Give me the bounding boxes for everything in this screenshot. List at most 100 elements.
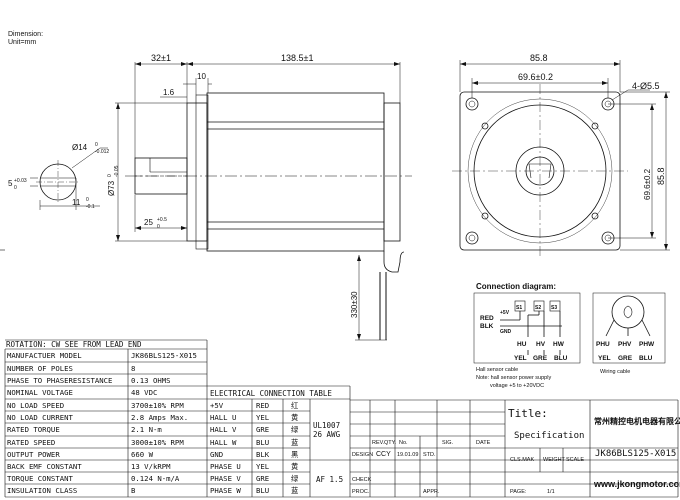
cable1-b: 26 AWG (313, 430, 341, 439)
tb-scale: SCALE (566, 457, 584, 463)
dim-shaft25-tol-top: +0.5 (157, 217, 167, 223)
tolerance-dims: Ø14 0 -0.012 Ø73 0 -0.05 5 +0.03 0 11 0 … (8, 142, 167, 230)
motor-body (206, 92, 385, 252)
elec-color-cn: 红 (291, 401, 298, 410)
dim-holes: 4-Ø5.5 (632, 81, 660, 91)
conn-phv: PHV (618, 341, 632, 348)
dim-key5-tol-bot: 0 (14, 185, 17, 191)
tb-std: STD. (423, 452, 436, 458)
connection-title: Connection diagram: (476, 282, 556, 291)
dimension-note-line1: Dimension: (8, 31, 43, 38)
motor-side-view (125, 92, 412, 340)
tb-spec: Specification (514, 431, 584, 441)
tb-design: DESIGN (352, 452, 373, 458)
dim-32: 32±1 (151, 53, 171, 63)
spec-value: 0.124 N-m/A (131, 474, 180, 483)
spec-value: 8 (131, 364, 135, 373)
tb-page: PAGE: (510, 489, 527, 495)
tb-rev: REV. (372, 440, 385, 446)
tb-qty: QTY. (384, 440, 397, 446)
hall-note-3: voltage +5 to +20VDC (490, 383, 544, 389)
elec-color: BLK (256, 450, 270, 459)
conn-gre2: GRE (618, 355, 633, 362)
dim-key11: 11 (72, 198, 81, 207)
tb-title-label: Title: (508, 407, 548, 420)
spec-label: OUTPUT POWER (7, 450, 60, 459)
elec-color-cn: 黄 (291, 413, 298, 422)
spec-value: 3000±10% RPM (131, 438, 184, 447)
spec-value: 2.8 Amps Max. (131, 413, 188, 422)
cable1-a: UL1007 (313, 421, 340, 430)
dim-85-8-top: 85.8 (530, 53, 548, 63)
dim-69-6-side: 69.6±0.2 (643, 168, 652, 200)
spec-label: MANUFACTUER MODEL (7, 351, 82, 360)
dim-85-8-side: 85.8 (656, 167, 666, 185)
dim-shaft-dia-tol-bot: -0.012 (95, 149, 109, 155)
motor-front-view (452, 84, 628, 258)
rear-cap (383, 102, 401, 242)
elec-color: GRE (256, 474, 269, 483)
spec-value: 48 VDC (131, 388, 157, 397)
conn-s2: S2 (535, 305, 541, 311)
dim-shaft25: 25 (144, 218, 153, 227)
spec-value: JK86BLS125-X015 (131, 351, 197, 360)
conn-blu2: BLU (639, 355, 653, 362)
spec-value: B (131, 486, 136, 495)
dim-key11-tol-top: 0 (86, 197, 89, 203)
dim-shaft25-tol-bot: 0 (157, 224, 160, 230)
tb-cls: CLS.MAK (510, 457, 534, 463)
spec-label: INSULATION CLASS (7, 486, 77, 495)
rotation-note: ROTATION: CW SEE FROM LEAD END (6, 340, 142, 349)
elec-color: BLU (256, 486, 269, 495)
elec-color-cn: 绿 (291, 425, 299, 434)
dim-shaft-dia: Ø14 (72, 143, 88, 152)
hall-note-1: Hall sensor cable (476, 367, 518, 373)
dim-flange-dia: Ø73 (107, 180, 116, 196)
elec-color-cn: 黑 (291, 450, 298, 459)
conn-s3: S3 (551, 305, 557, 311)
spec-value: 2.1 N-m (131, 425, 162, 434)
elec-signal: HALL U (210, 413, 236, 422)
tb-design-date: 19.01.09 (397, 452, 418, 458)
tb-no: No. (399, 440, 408, 446)
cable2: AF 1.5 (316, 475, 343, 484)
tb-check: CHECK (352, 477, 372, 483)
spec-label: NUMBER OF POLES (7, 364, 73, 373)
elec-signal: HALL V (210, 425, 237, 434)
tb-sig: SIG. (442, 440, 453, 446)
connection-diagram (473, 292, 666, 364)
spec-value: 660 W (131, 450, 154, 459)
title-block-grid (350, 399, 679, 498)
spec-value: 3700±10% RPM (131, 401, 184, 410)
elec-signal: HALL W (210, 438, 237, 447)
dim-flange-dia-tol-bot: -0.05 (114, 165, 120, 177)
tb-proc: PROC. (352, 489, 370, 495)
dim-69-6-top: 69.6±0.2 (518, 72, 553, 82)
spec-label: TORQUE CONSTANT (7, 474, 74, 483)
conn-hv: HV (536, 341, 546, 348)
conn-plus5: +5V (500, 310, 510, 316)
elec-color-cn: 黄 (291, 462, 298, 471)
conn-hw: HW (553, 341, 565, 348)
conn-gnd: GND (500, 329, 512, 335)
spec-label: RATED TORQUE (7, 425, 60, 434)
dim-138: 138.5±1 (281, 53, 313, 63)
conn-blk: BLK (480, 323, 494, 330)
spec-label: NOMINAL VOLTAGE (7, 388, 73, 397)
dim-10: 10 (197, 72, 206, 81)
hall-note-2: Note: hall sensor power supply (476, 375, 551, 381)
spec-label: RATED SPEED (7, 438, 55, 447)
dim-shaft-dia-tol-top: 0 (95, 142, 98, 148)
spec-value: 0.13 OHMS (131, 376, 171, 385)
tb-model: JK86BLS125-X015 (595, 449, 676, 459)
dim-key5: 5 (8, 179, 13, 188)
conn-phw: PHW (639, 341, 655, 348)
elec-signal: PHASE V (210, 474, 241, 483)
conn-hu: HU (517, 341, 527, 348)
shaft-section (30, 147, 108, 210)
elec-color: BLU (256, 438, 269, 447)
